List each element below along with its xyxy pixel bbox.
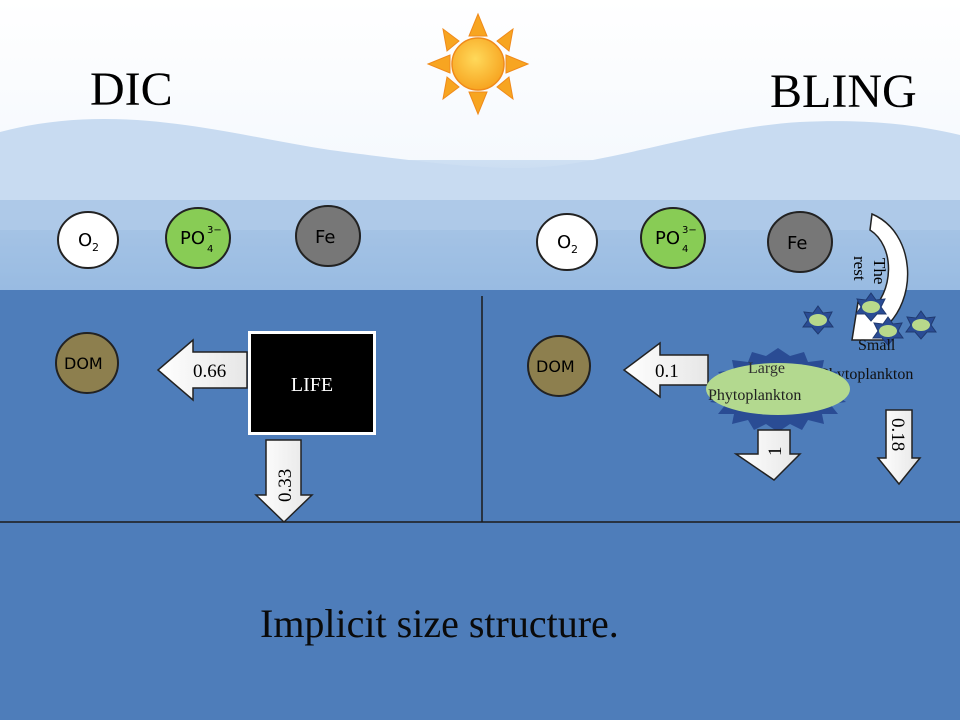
large-phytoplankton: Large Phytoplankton [706,348,850,432]
dom-node: DOM [527,335,591,397]
svg-text:0.66: 0.66 [193,361,226,382]
oxygen-node: O 2 [536,213,598,271]
large-to-dom-arrow: 0.1 [622,341,709,399]
svg-text:Fe: Fe [315,227,335,248]
large-sinking-arrow: 1 [733,429,802,481]
sea-surface [0,118,960,230]
svg-text:1: 1 [765,447,786,457]
svg-text:0.18: 0.18 [887,418,908,451]
svg-text:3−: 3− [207,225,222,236]
svg-text:O: O [557,232,571,253]
svg-text:Phytoplankton: Phytoplankton [708,387,801,404]
svg-text:Large: Large [748,360,785,377]
recycle-arrow: The rest [850,212,909,341]
phosphate-node: PO 3− 4 [165,207,231,269]
svg-text:DOM: DOM [536,357,575,376]
svg-text:2: 2 [571,243,578,256]
svg-text:PO: PO [180,228,205,249]
bling-title: BLING [770,65,917,118]
sun-icon [426,12,530,116]
life-sinking-arrow: 0.33 [254,439,314,524]
svg-text:Fe: Fe [787,233,807,254]
svg-text:rest: rest [850,256,869,281]
life-label: LIFE [290,374,334,396]
iron-node: Fe [295,205,361,267]
svg-text:O: O [78,230,92,251]
caption: Implicit size structure. [260,601,619,646]
dic-title: DIC [90,63,173,116]
iron-node: Fe [767,211,833,273]
svg-text:2: 2 [92,241,99,254]
svg-text:DOM: DOM [64,354,103,373]
svg-text:4: 4 [207,244,213,255]
svg-text:The: The [870,258,889,284]
svg-text:3−: 3− [682,225,697,236]
svg-text:4: 4 [682,244,688,255]
svg-text:0.33: 0.33 [275,469,296,502]
life-to-dom-arrow: 0.66 [156,338,248,402]
small-phytoplankton-label: Small [858,337,896,354]
small-sinking-arrow: 0.18 [876,409,922,486]
svg-text:PO: PO [655,228,680,249]
life-box: LIFE [248,331,376,435]
oxygen-node: O 2 [57,211,119,269]
dom-node: DOM [55,332,119,394]
small-phytoplankton-cells [802,292,937,346]
phosphate-node: PO 3− 4 [640,207,706,269]
svg-text:0.1: 0.1 [655,361,679,382]
